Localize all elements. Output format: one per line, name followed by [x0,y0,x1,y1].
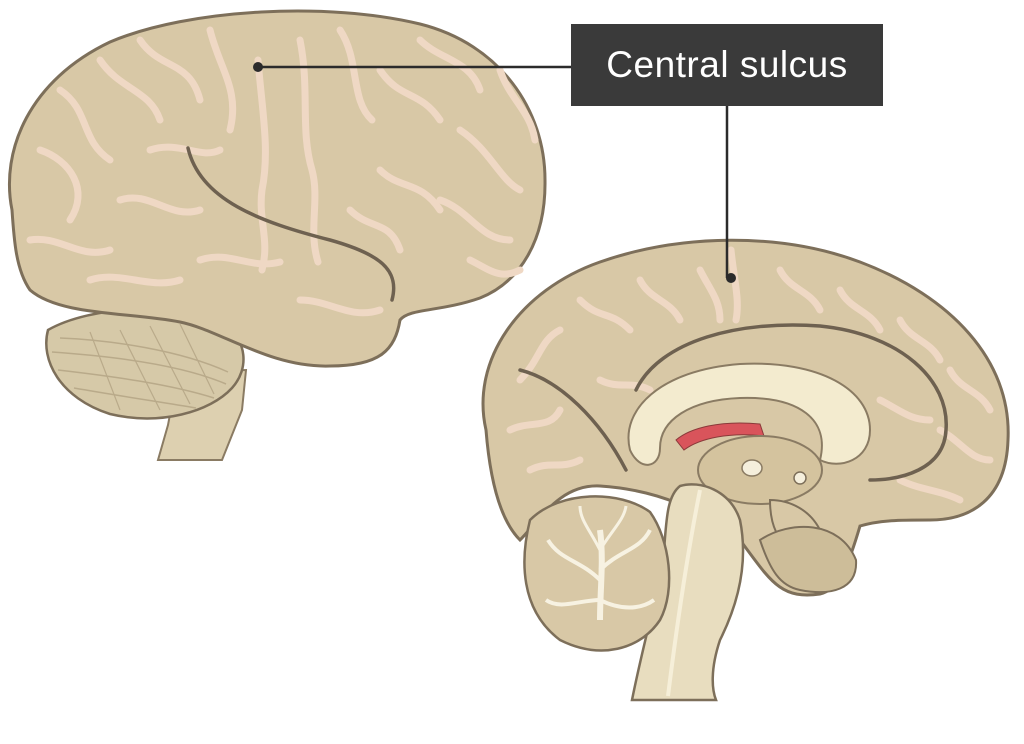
midsagittal-sulci [506,266,994,504]
cingulate-sulcus [634,323,948,482]
midsagittal-view [481,238,1010,702]
parieto-occipital-sulcus [518,368,628,472]
midsagittal-central-sulcus [727,246,741,324]
mammillary-body [793,471,807,485]
lateral-view [7,9,547,461]
midsagittal-cerebellum [523,495,671,652]
interthalamic-adhesion [741,459,763,477]
corpus-callosum [627,362,872,466]
midsagittal-central-sulcus-marker [726,273,736,283]
temporal-region [758,525,858,594]
central-sulcus-label-text: Central sulcus [606,44,848,85]
lateral-fissure [186,146,396,302]
central-sulcus-label: Central sulcus [571,24,883,106]
lateral-sulci [26,26,539,317]
